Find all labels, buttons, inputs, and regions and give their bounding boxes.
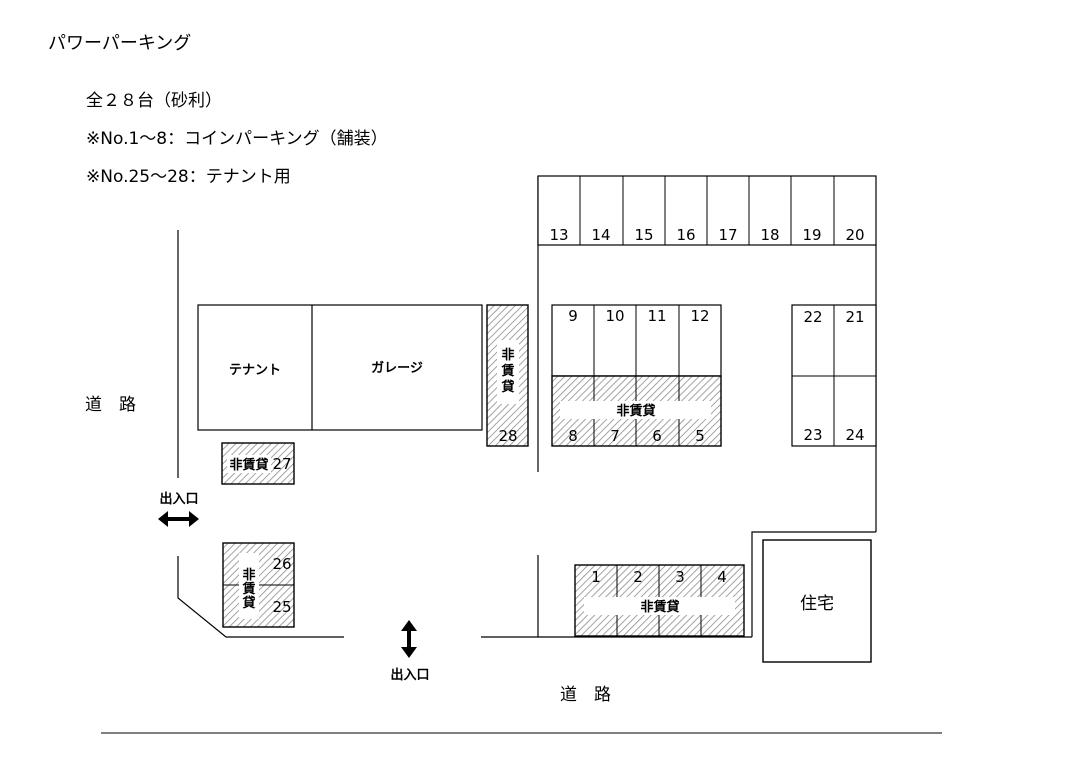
entrance-label-bottom: 出入口 <box>390 667 429 683</box>
house: 住宅 <box>762 539 872 663</box>
road-label-left: 道 路 <box>85 395 136 415</box>
space-number-21: 21 <box>845 308 864 326</box>
non-rental-label-27: 非賃貸 <box>229 457 268 473</box>
non-rental-label-28-3: 貸 <box>501 379 514 395</box>
non-rental-label-26-2: 賃 <box>241 581 255 597</box>
space-number-10: 10 <box>605 307 624 325</box>
space-number-16: 16 <box>676 226 695 244</box>
space-number-8: 8 <box>568 427 578 445</box>
space-number-4: 4 <box>717 568 727 586</box>
space-block-1-4: 非賃貸 1 2 3 4 <box>574 564 745 637</box>
space-number-9: 9 <box>568 307 578 325</box>
space-number-27: 27 <box>272 455 291 473</box>
garage-label: ガレージ <box>371 361 423 376</box>
page-title: パワーパーキング <box>48 33 191 54</box>
tenant-label: テナント <box>229 363 281 378</box>
non-rental-label-26-1: 非 <box>242 567 255 583</box>
non-rental-label-26-3: 貸 <box>242 595 255 611</box>
space-number-13: 13 <box>549 226 568 244</box>
entrance-arrow-horizontal <box>158 511 199 527</box>
space-number-26: 26 <box>272 555 291 573</box>
space-number-11: 11 <box>647 307 666 325</box>
space-number-1: 1 <box>591 568 601 586</box>
non-rental-label-1-4: 非賃貸 <box>640 599 679 615</box>
space-number-15: 15 <box>634 226 653 244</box>
space-27: 非賃貸 27 <box>221 442 295 485</box>
note-coin-parking: ※No.1～8：コインパーキング（舗装） <box>86 129 388 149</box>
tenant-garage-building <box>197 304 483 431</box>
space-row-13-20: 13 14 15 16 17 18 19 20 <box>537 175 877 246</box>
non-rental-label-28-1: 非 <box>501 347 514 363</box>
road-label-bottom: 道 路 <box>560 685 611 705</box>
space-number-5: 5 <box>695 427 705 445</box>
space-number-2: 2 <box>633 568 643 586</box>
space-number-23: 23 <box>803 426 822 444</box>
space-number-19: 19 <box>802 226 821 244</box>
space-number-3: 3 <box>675 568 685 586</box>
entrance-arrow-vertical <box>401 620 417 658</box>
space-number-14: 14 <box>591 226 610 244</box>
house-label: 住宅 <box>800 594 834 614</box>
non-rental-label-5-8: 非賃貸 <box>616 403 655 419</box>
space-28: 非 賃 貸 28 <box>486 304 529 447</box>
space-number-28: 28 <box>498 427 517 445</box>
note-tenant-use: ※No.25～28：テナント用 <box>86 167 291 187</box>
entrance-label-left: 出入口 <box>159 491 198 507</box>
space-number-22: 22 <box>803 308 822 326</box>
space-number-17: 17 <box>718 226 737 244</box>
space-26-25: 非 賃 貸 26 25 <box>222 542 295 628</box>
space-number-7: 7 <box>610 427 620 445</box>
space-number-25: 25 <box>272 598 291 616</box>
space-number-24: 24 <box>845 426 864 444</box>
space-number-20: 20 <box>845 226 864 244</box>
space-number-18: 18 <box>760 226 779 244</box>
non-rental-label-28-2: 賃 <box>500 363 514 379</box>
space-block-5-12: 非賃貸 9 10 11 12 8 7 6 5 <box>551 304 722 447</box>
space-number-6: 6 <box>652 427 662 445</box>
space-number-12: 12 <box>690 307 709 325</box>
left-road-edge <box>177 230 538 638</box>
space-block-21-24: 22 21 23 24 <box>791 304 877 447</box>
note-total: 全２８台（砂利） <box>86 91 222 111</box>
